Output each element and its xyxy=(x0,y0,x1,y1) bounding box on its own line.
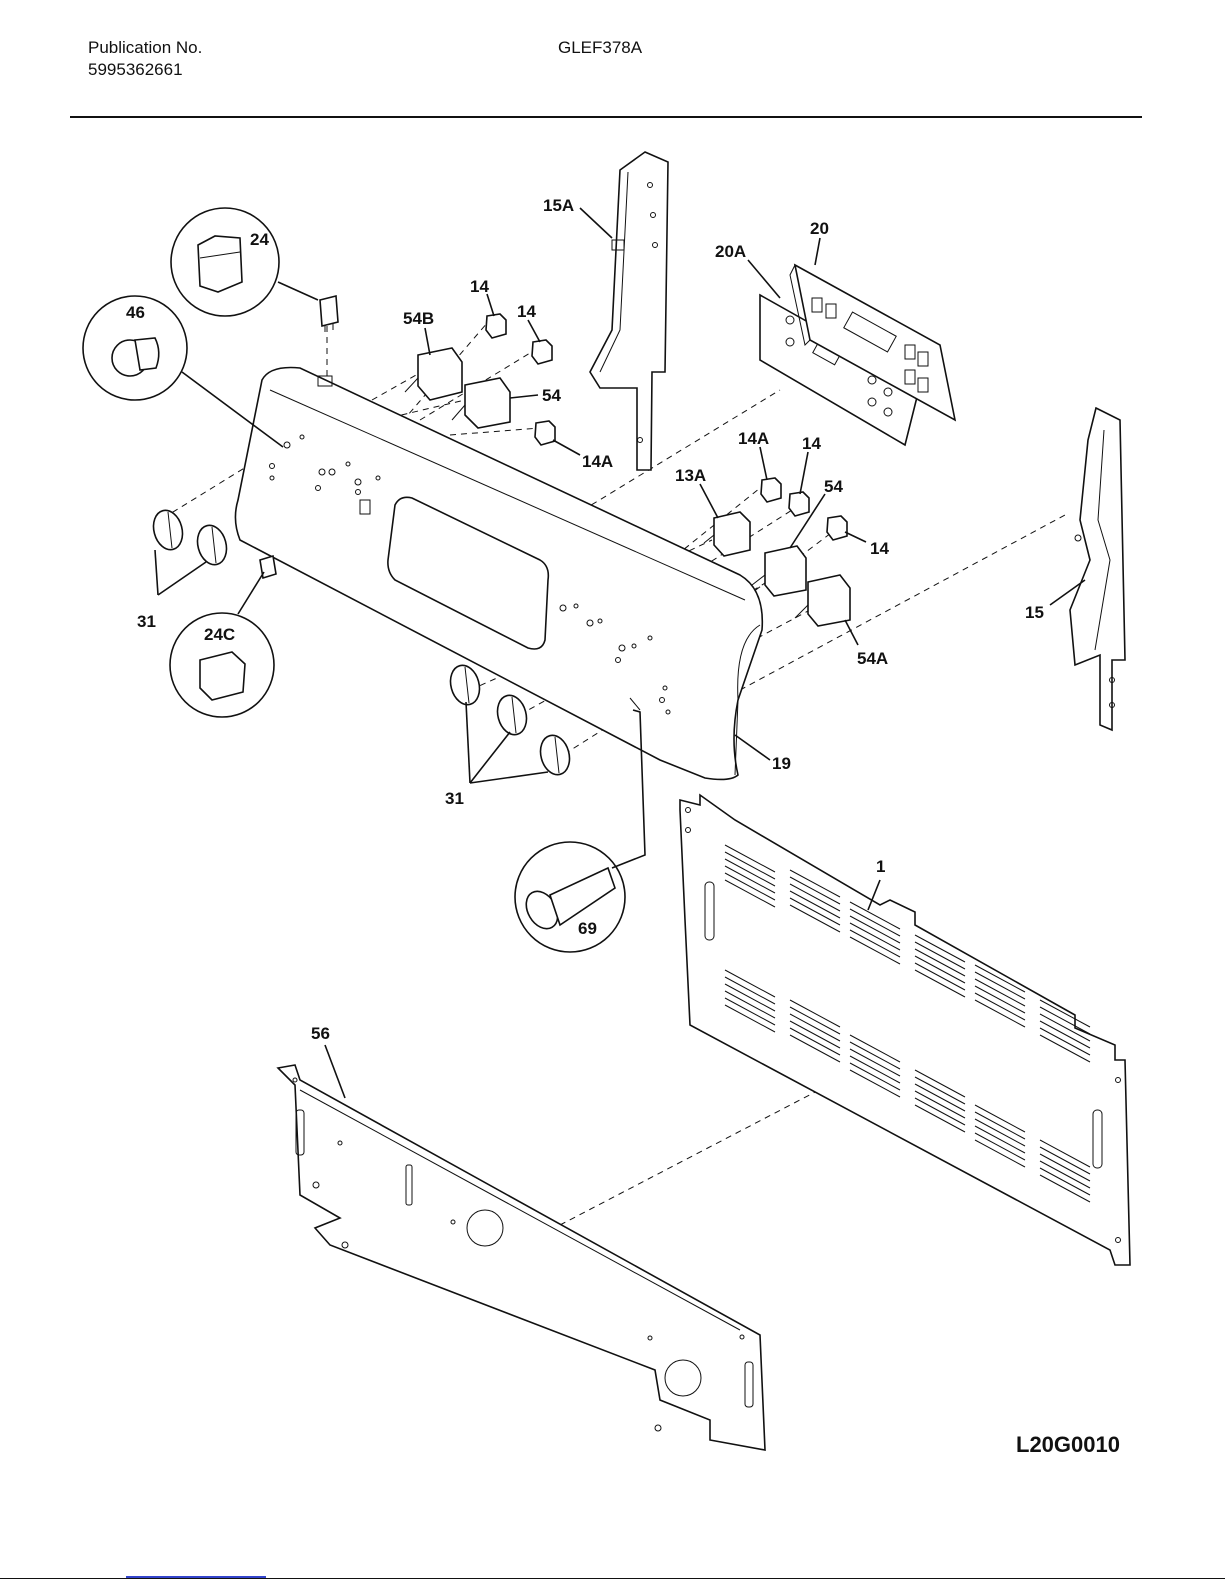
part-31-knobs-left xyxy=(149,507,230,568)
part-24-switch-small xyxy=(320,296,338,332)
callout-54-a: 54 xyxy=(542,386,561,405)
callout-14A-b: 14A xyxy=(738,429,769,448)
part-54B-infinite-switch xyxy=(405,348,462,400)
part-56-lower-trim xyxy=(278,1065,765,1450)
callout-14-d: 14 xyxy=(870,539,889,558)
callout-20A: 20A xyxy=(715,242,746,261)
callout-14-a: 14 xyxy=(470,277,489,296)
figure-code: L20G0010 xyxy=(1016,1432,1120,1458)
callout-24: 24 xyxy=(250,230,269,249)
part-15-side-bracket xyxy=(1070,408,1125,730)
part-15A-side-bracket xyxy=(590,152,668,470)
bottom-link-underline xyxy=(126,1576,266,1578)
callout-14A-a: 14A xyxy=(582,452,613,471)
callout-15: 15 xyxy=(1025,603,1044,622)
detail-24C-switch xyxy=(170,572,274,717)
detail-46-button xyxy=(83,296,283,447)
callout-15A: 15A xyxy=(543,196,574,215)
detail-24-switch xyxy=(171,208,318,316)
callout-54A: 54A xyxy=(857,649,888,668)
callout-13A: 13A xyxy=(675,466,706,485)
part-14-switch-c xyxy=(789,492,809,516)
part-13A-switch xyxy=(704,512,750,556)
callout-69: 69 xyxy=(578,919,597,938)
callout-46: 46 xyxy=(126,303,145,322)
part-14A-switch-a xyxy=(535,421,555,445)
callout-20: 20 xyxy=(810,219,829,238)
part-14A-switch-b xyxy=(761,478,781,502)
part-1-back-guard xyxy=(680,795,1130,1265)
callout-1: 1 xyxy=(876,857,885,876)
callout-31-a: 31 xyxy=(137,612,156,631)
callout-24C: 24C xyxy=(204,625,235,644)
callout-54B: 54B xyxy=(403,309,434,328)
part-14-switch-d xyxy=(827,516,847,540)
callout-14-b: 14 xyxy=(517,302,536,321)
part-14-switch-b xyxy=(532,340,552,364)
part-14-switch-a xyxy=(486,314,506,338)
callout-19: 19 xyxy=(772,754,791,773)
bottom-rule xyxy=(0,1578,1225,1579)
callout-54-b: 54 xyxy=(824,477,843,496)
callout-14-c: 14 xyxy=(802,434,821,453)
part-54-infinite-switch-right xyxy=(752,546,806,596)
callout-31-b: 31 xyxy=(445,789,464,808)
callout-56: 56 xyxy=(311,1024,330,1043)
